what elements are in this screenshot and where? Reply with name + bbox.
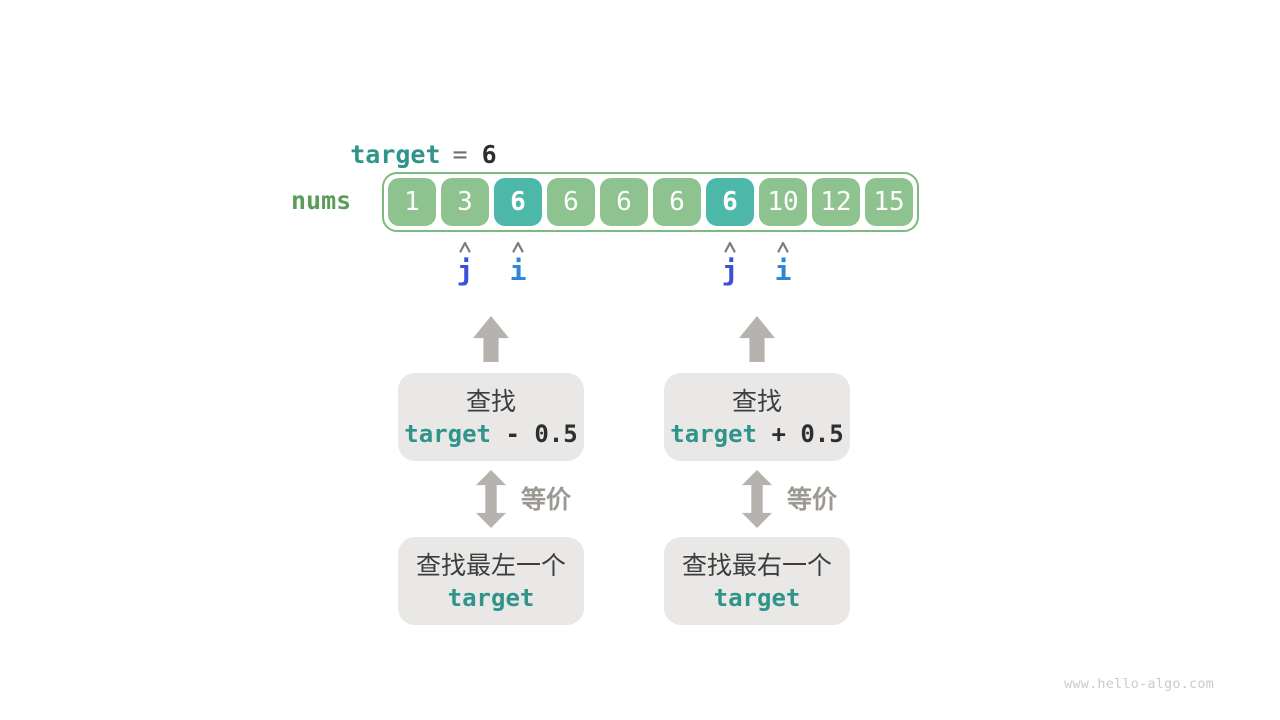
array-cell-6-highlighted: 6 [706, 178, 754, 226]
double-arrow-icon [476, 470, 506, 528]
result-box-left: 查找最左一个 target [398, 537, 584, 625]
flow-right: 查找 target + 0.5 等价 查找最右一个 target [664, 316, 850, 625]
caret-up-icon [777, 241, 789, 253]
result-box-left-text: 查找最左一个 [415, 550, 566, 580]
equivalence-label: 等价 [521, 485, 572, 514]
watermark: www.hello-algo.com [1064, 676, 1214, 692]
result-box-left-code: target [447, 583, 535, 612]
search-box-left: 查找 target - 0.5 [398, 373, 584, 461]
array-cell-3: 6 [547, 178, 595, 226]
equivalence-row-left: 等价 [398, 461, 584, 537]
caret-up-icon [459, 241, 471, 253]
result-box-right-text: 查找最右一个 [681, 550, 832, 580]
array-cell-1: 3 [441, 178, 489, 226]
flow-left: 查找 target - 0.5 等价 查找最左一个 target [398, 316, 584, 625]
pointer-label-j: j [456, 254, 474, 287]
pointer-label-j: j [721, 254, 739, 287]
array-cell-9: 15 [865, 178, 913, 226]
pointer-i: i [498, 241, 538, 286]
equivalence-row-right: 等价 [664, 461, 850, 537]
array-cell-5: 6 [653, 178, 701, 226]
up-arrow-icon [473, 316, 509, 362]
equals-sign: = [452, 140, 468, 169]
array-cell-7: 10 [759, 178, 807, 226]
array-cell-2-highlighted: 6 [494, 178, 542, 226]
search-box-right-expr: target + 0.5 [670, 420, 843, 448]
target-variable: target [350, 140, 441, 169]
search-box-left-expr: target - 0.5 [404, 420, 577, 448]
array-cell-4: 6 [600, 178, 648, 226]
equivalence-label: 等价 [787, 485, 838, 514]
expr-suffix: + 0.5 [757, 419, 844, 448]
target-assignment: target = 6 [290, 110, 497, 200]
expr-variable: target [404, 419, 491, 448]
double-arrow-icon [742, 470, 772, 528]
search-box-right: 查找 target + 0.5 [664, 373, 850, 461]
result-box-right: 查找最右一个 target [664, 537, 850, 625]
search-box-right-text: 查找 [731, 386, 782, 416]
pointer-i: i [763, 241, 803, 286]
result-box-right-code: target [713, 583, 801, 612]
pointer-j: j [710, 241, 750, 286]
array-label: nums [291, 186, 352, 215]
pointer-label-i: i [774, 254, 792, 287]
search-box-left-text: 查找 [465, 386, 516, 416]
array-cell-8: 12 [812, 178, 860, 226]
caret-up-icon [512, 241, 524, 253]
target-value: 6 [481, 140, 497, 169]
caret-up-icon [724, 241, 736, 253]
pointer-label-i: i [509, 254, 527, 287]
array-cell-0: 1 [388, 178, 436, 226]
expr-variable: target [670, 419, 757, 448]
pointer-j: j [445, 241, 485, 286]
up-arrow-icon [739, 316, 775, 362]
expr-suffix: - 0.5 [491, 419, 578, 448]
